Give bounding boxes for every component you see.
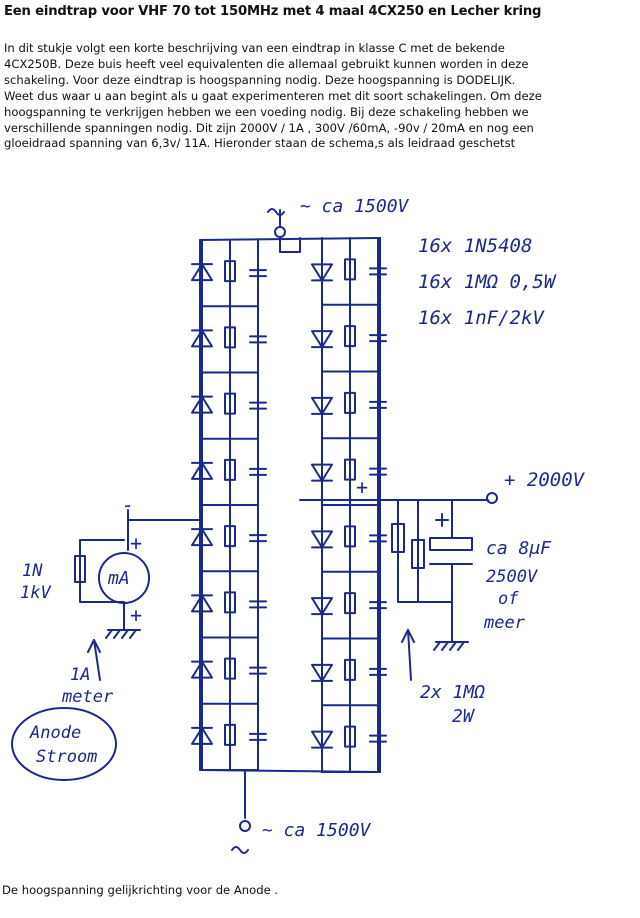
left-diode-chain — [191, 239, 267, 771]
resistor-symbol — [224, 326, 236, 349]
capacitor-symbol — [249, 467, 267, 476]
meter-word-label: meter — [61, 687, 114, 707]
resistor-symbol — [344, 258, 356, 281]
resistor-symbol — [344, 458, 356, 481]
meter-range-label: 1A — [70, 665, 90, 685]
intro-line: In dit stukje volgt een korte beschrijvi… — [4, 41, 505, 55]
rectifier-schematic: ~ ca 1500V ~ ca 1500V 16x 1N5408 16x 1MΩ… — [11, 196, 586, 854]
diode-symbol — [311, 263, 333, 282]
ac-bottom-label: ~ ca 1500V — [262, 820, 372, 841]
output-plus-sign: + — [356, 475, 368, 499]
capacitor-symbol — [369, 334, 387, 343]
capacitor-symbol — [249, 401, 267, 410]
shunt-diode-label: 1N — [22, 561, 43, 581]
capacitor-symbol — [249, 732, 267, 741]
diode-symbol — [311, 463, 333, 482]
diode-symbol — [311, 396, 333, 415]
anode-current-meter: - + mA + 1N 1kV 1A meter Anode Stroom — [11, 493, 201, 781]
resistor-symbol — [344, 658, 356, 681]
resistor-symbol — [344, 391, 356, 414]
diode-symbol — [191, 263, 213, 282]
capacitor-symbol — [249, 666, 267, 675]
capacitor-symbol — [369, 734, 387, 743]
diode-symbol — [311, 330, 333, 349]
current-label: Stroom — [36, 747, 97, 767]
resistor-symbol — [224, 260, 236, 283]
diode-symbol — [191, 660, 213, 679]
diode-symbol — [191, 329, 213, 348]
resistor-power-label: 2W — [452, 706, 476, 727]
resistor-symbol — [344, 592, 356, 615]
capacitor-value-label: ca 8μF — [486, 538, 552, 559]
resistor-symbol — [344, 325, 356, 348]
right-diode-chain — [311, 237, 387, 773]
capacitor-symbol — [249, 269, 267, 278]
capacitor-symbol — [249, 600, 267, 609]
output-voltage-label: + 2000V — [504, 469, 586, 491]
resistor-symbol — [224, 723, 236, 746]
intro-line: Weet dus waar u aan begint als u gaat ex… — [4, 88, 542, 103]
meter-unit: mA — [107, 568, 130, 589]
capacitor-symbol — [369, 267, 387, 276]
capacitor-more-label: meer — [483, 613, 526, 633]
figure-caption: De hoogspanning gelijkrichting voor de A… — [2, 883, 279, 897]
resistor-symbol — [224, 525, 236, 548]
resistor-symbol — [224, 657, 236, 680]
parts-diodes: 16x 1N5408 — [418, 235, 532, 257]
ac-bottom-terminal: ~ ca 1500V — [231, 771, 372, 854]
capacitor-symbol — [369, 601, 387, 610]
capacitor-symbol — [369, 467, 387, 476]
diode-symbol — [191, 461, 213, 480]
intro-paragraph: In dit stukje volgt een korte beschrijvi… — [4, 41, 604, 152]
diode-symbol — [191, 594, 213, 613]
capacitor-symbol — [369, 400, 387, 409]
dc-output: + 2000V + — [299, 469, 586, 504]
meter-plus-top: + — [130, 531, 142, 555]
capacitor-symbol — [249, 534, 267, 543]
capacitor-or-label: of — [498, 589, 519, 609]
diode-symbol — [311, 597, 333, 616]
meter-minus: - — [122, 493, 134, 517]
anode-label: Anode — [29, 723, 81, 743]
parts-resistors: 16x 1MΩ 0,5W — [418, 271, 557, 293]
intro-line: hoogspanning te verkrijgen hebben we een… — [4, 104, 529, 119]
page-title: Een eindtrap voor VHF 70 tot 150MHz met … — [4, 4, 542, 19]
diode-symbol — [311, 663, 333, 682]
capacitor-symbol — [249, 335, 267, 344]
intro-line: 4CX250B. Deze buis heeft veel equivalent… — [4, 56, 529, 71]
resistor-symbol — [224, 392, 236, 415]
parts-capacitors: 16x 1nF/2kV — [418, 307, 545, 329]
capacitor-symbol — [369, 667, 387, 676]
capacitor-voltage-label: 2500V — [486, 567, 538, 587]
parts-list: 16x 1N5408 16x 1MΩ 0,5W 16x 1nF/2kV — [418, 235, 557, 329]
diode-symbol — [191, 395, 213, 414]
resistor-symbol — [344, 725, 356, 748]
resistor-label: 2x 1MΩ — [420, 682, 485, 703]
meter-plus-bottom: + — [130, 603, 142, 627]
intro-line: gloeidraad spanning van 6,3v/ 11A. Hiero… — [4, 136, 516, 151]
filter-capacitor: ca 8μF 2500V of meer — [429, 499, 552, 651]
diode-symbol — [191, 726, 213, 745]
capacitor-symbol — [369, 534, 387, 543]
resistor-symbol — [224, 591, 236, 614]
ac-top-label: ~ ca 1500V — [300, 196, 410, 217]
intro-line: schakeling. Voor deze eindtrap is hoogsp… — [4, 72, 516, 87]
resistor-symbol — [344, 525, 356, 548]
resistor-symbol — [224, 458, 236, 481]
bleeder-resistors: 2x 1MΩ 2W — [391, 499, 485, 727]
diode-symbol — [311, 530, 333, 549]
shunt-voltage-label: 1kV — [20, 583, 51, 603]
diode-symbol — [311, 730, 333, 749]
ac-top-terminal: ~ ca 1500V — [267, 196, 410, 238]
diode-symbol — [191, 528, 213, 547]
intro-line: verschillende spanningen nodig. Dit zijn… — [4, 120, 534, 135]
